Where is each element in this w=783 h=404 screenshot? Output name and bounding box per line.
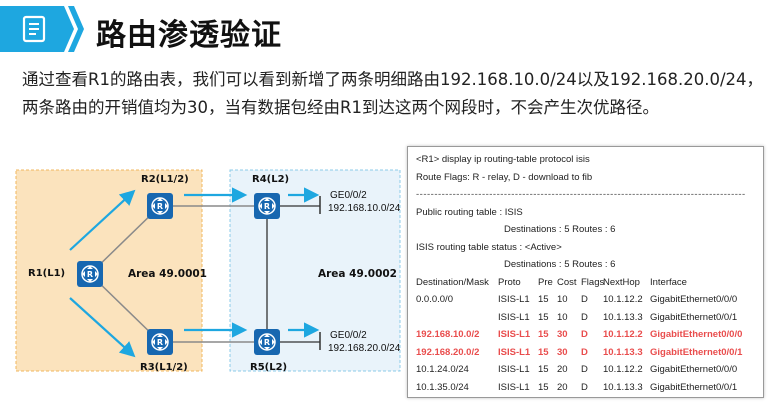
cell-nexthop: 10.1.13.3 bbox=[603, 346, 643, 358]
cell-proto: ISIS-L1 bbox=[498, 364, 530, 375]
cell-flags: D bbox=[581, 329, 588, 340]
cell-cost: 30 bbox=[557, 329, 568, 340]
router-label-r3: R3(L1/2) bbox=[140, 362, 188, 373]
cell-flags: D bbox=[581, 346, 588, 358]
cell-nexthop: 10.1.13.3 bbox=[603, 381, 643, 393]
intro-text: 通过查看R1的路由表，我们可以看到新增了两条明细路由192.168.10.0/2… bbox=[22, 70, 764, 117]
cell-nexthop: 10.1.12.2 bbox=[603, 294, 643, 305]
cell-proto: ISIS-L1 bbox=[498, 381, 530, 393]
cell-flags: D bbox=[581, 381, 588, 393]
area-label-left: Area 49.0001 bbox=[128, 268, 207, 280]
cell-nexthop: 10.1.13.3 bbox=[603, 311, 643, 323]
col-destination: Destination/Mask bbox=[416, 276, 489, 288]
table-row: 10.1.35.0/24 ISIS-L1 15 20 D 10.1.13.3 G… bbox=[416, 379, 755, 397]
r5-interface-label: GE0/0/2 bbox=[330, 330, 367, 341]
cell-iface: GigabitEthernet0/0/0 bbox=[650, 294, 738, 305]
status-title: ISIS routing table status : <Active> bbox=[416, 241, 562, 253]
document-icon bbox=[0, 6, 84, 52]
router-icon bbox=[76, 260, 104, 288]
flow-arrow bbox=[69, 297, 136, 358]
cell-cost: 10 bbox=[557, 311, 568, 323]
col-nexthop: NextHop bbox=[603, 276, 640, 288]
cell-proto: ISIS-L1 bbox=[498, 294, 530, 305]
cell-dest: 192.168.20.0/2 bbox=[416, 346, 480, 358]
cell-pre: 15 bbox=[538, 294, 549, 305]
col-interface: Interface bbox=[650, 276, 687, 288]
header: 路由渗透验证 bbox=[0, 6, 783, 53]
r5-network-label: 192.168.20.0/24 bbox=[328, 343, 401, 354]
router-icon bbox=[146, 328, 174, 356]
cell-iface: GigabitEthernet0/0/0 bbox=[650, 364, 738, 375]
cell-pre: 15 bbox=[538, 381, 549, 393]
cell-cost: 10 bbox=[557, 294, 568, 305]
cell-pre: 15 bbox=[538, 364, 549, 375]
cell-dest: 192.168.10.0/2 bbox=[416, 329, 480, 340]
area-label-right: Area 49.0002 bbox=[318, 268, 397, 280]
cell-proto: ISIS-L1 bbox=[498, 346, 531, 358]
cell-pre: 15 bbox=[538, 329, 549, 340]
status-counts: Destinations : 5 Routes : 6 bbox=[504, 259, 616, 270]
cell-cost: 20 bbox=[557, 364, 568, 375]
table-row: ISIS-L1 15 10 D 10.1.13.3 GigabitEtherne… bbox=[416, 309, 755, 327]
router-icon bbox=[146, 192, 174, 220]
table-row: 10.1.24.0/24 ISIS-L1 15 20 D 10.1.12.2 G… bbox=[416, 361, 755, 379]
cell-flags: D bbox=[581, 294, 588, 305]
table-row: 0.0.0.0/0 ISIS-L1 15 10 D 10.1.12.2 Giga… bbox=[416, 291, 755, 309]
cell-iface: GigabitEthernet0/0/0 bbox=[650, 329, 743, 340]
r4-network-label: 192.168.10.0/24 bbox=[328, 203, 401, 214]
flow-arrow bbox=[69, 189, 136, 251]
cell-pre: 15 bbox=[538, 311, 549, 323]
col-proto: Proto bbox=[498, 276, 521, 288]
router-icon bbox=[253, 192, 281, 220]
table-row-highlighted: 192.168.20.0/2 ISIS-L1 15 30 D 10.1.13.3… bbox=[416, 344, 755, 362]
table-header: Destination/Mask Proto Pre Cost Flags Ne… bbox=[416, 274, 755, 292]
router-label-r4: R4(L2) bbox=[252, 174, 289, 185]
col-cost: Cost bbox=[557, 276, 577, 288]
cell-dest: 10.1.35.0/24 bbox=[416, 381, 469, 393]
table-row-highlighted: 192.168.10.0/2 ISIS-L1 15 30 D 10.1.12.2… bbox=[416, 326, 755, 344]
cell-iface: GigabitEthernet0/0/1 bbox=[650, 346, 743, 358]
cell-proto: ISIS-L1 bbox=[498, 329, 531, 340]
cell-pre: 15 bbox=[538, 346, 549, 358]
page-title: 路由渗透验证 bbox=[96, 18, 282, 53]
router-label-r1: R1(L1) bbox=[28, 268, 65, 279]
routing-table-output: <R1> display ip routing-table protocol i… bbox=[407, 146, 764, 398]
public-table-title: Public routing table : ISIS bbox=[416, 206, 523, 218]
cell-dest: 0.0.0.0/0 bbox=[416, 294, 453, 305]
cell-iface: GigabitEthernet0/0/1 bbox=[650, 311, 738, 323]
network-diagram: R R1(L1) R2(L1/2) R3(L1/2) R4(L2) R5(L2)… bbox=[15, 169, 401, 373]
col-pre: Pre bbox=[538, 276, 553, 288]
cell-nexthop: 10.1.12.2 bbox=[603, 329, 643, 340]
divider: ----------------------------------------… bbox=[416, 189, 746, 200]
cell-flags: D bbox=[581, 311, 588, 323]
route-flags: Route Flags: R - relay, D - download to … bbox=[416, 171, 593, 183]
command-line: <R1> display ip routing-table protocol i… bbox=[416, 154, 590, 165]
col-flags: Flags bbox=[581, 276, 605, 288]
cell-dest: 10.1.24.0/24 bbox=[416, 364, 469, 375]
cell-iface: GigabitEthernet0/0/1 bbox=[650, 381, 738, 393]
cell-cost: 20 bbox=[557, 381, 568, 393]
r4-interface-label: GE0/0/2 bbox=[330, 190, 367, 201]
router-label-r5: R5(L2) bbox=[250, 362, 287, 373]
cell-cost: 30 bbox=[557, 346, 568, 358]
cell-proto: ISIS-L1 bbox=[498, 311, 530, 323]
cell-nexthop: 10.1.12.2 bbox=[603, 364, 643, 375]
router-icon bbox=[253, 328, 281, 356]
public-table-counts: Destinations : 5 Routes : 6 bbox=[504, 224, 616, 235]
router-label-r2: R2(L1/2) bbox=[141, 174, 189, 185]
cell-flags: D bbox=[581, 364, 588, 375]
